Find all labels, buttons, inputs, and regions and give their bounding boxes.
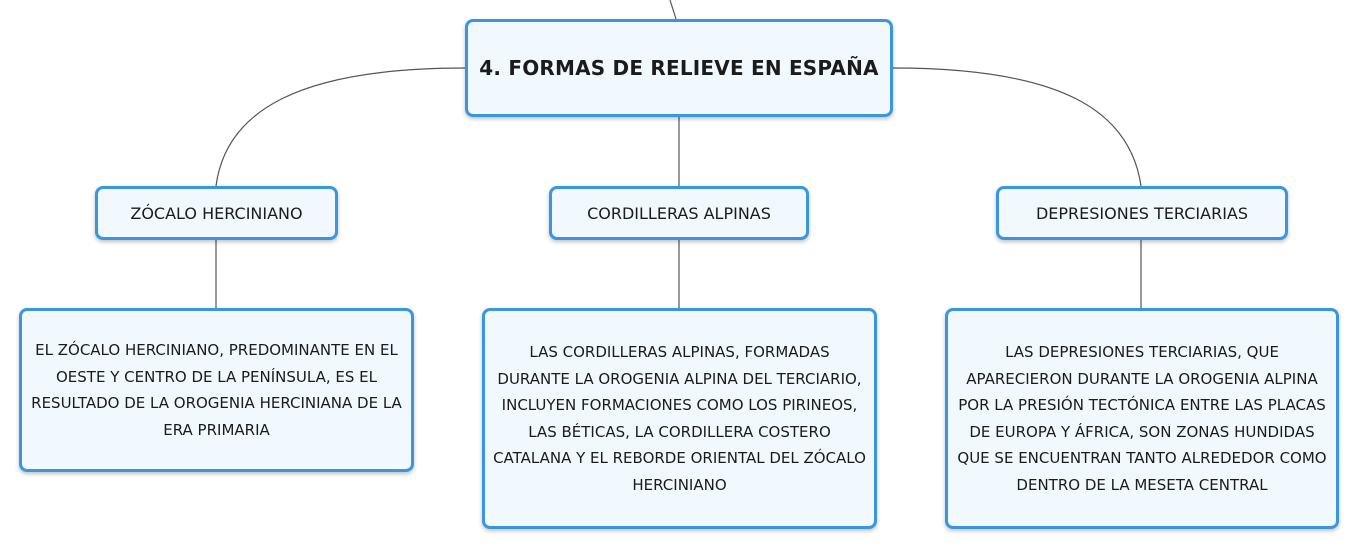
subtopic-text: LAS DEPRESIONES TERCIARIAS, QUE APARECIE… xyxy=(957,343,1327,494)
subtopic-cordilleras-alpinas-detail[interactable]: LAS CORDILLERAS ALPINAS, FORMADAS DURANT… xyxy=(482,308,877,529)
connector-root-to-zocalo xyxy=(215,67,466,187)
subtopic-zocalo-herciniano-detail[interactable]: EL ZÓCALO HERCINIANO, PREDOMINANTE EN EL… xyxy=(19,308,414,472)
topic-zocalo-herciniano[interactable]: ZÓCALO HERCINIANO xyxy=(95,186,338,240)
topic-depresiones-terciarias[interactable]: DEPRESIONES TERCIARIAS xyxy=(996,186,1288,240)
subtopic-depresiones-terciarias-detail[interactable]: LAS DEPRESIONES TERCIARIAS, QUE APARECIE… xyxy=(945,308,1339,529)
topic-label: CORDILLERAS ALPINAS xyxy=(587,203,771,223)
central-topic-label: 4. FORMAS DE RELIEVE EN ESPAÑA xyxy=(479,56,879,80)
subtopic-text: EL ZÓCALO HERCINIANO, PREDOMINANTE EN EL… xyxy=(31,341,402,439)
topic-cordilleras-alpinas[interactable]: CORDILLERAS ALPINAS xyxy=(549,186,809,240)
topic-label: ZÓCALO HERCINIANO xyxy=(130,203,303,223)
central-topic[interactable]: 4. FORMAS DE RELIEVE EN ESPAÑA xyxy=(465,19,893,117)
connector-parent xyxy=(669,0,677,20)
topic-label: DEPRESIONES TERCIARIAS xyxy=(1035,203,1249,223)
connector-root-to-depresiones xyxy=(892,67,1142,187)
subtopic-text: LAS CORDILLERAS ALPINAS, FORMADAS DURANT… xyxy=(493,343,866,494)
